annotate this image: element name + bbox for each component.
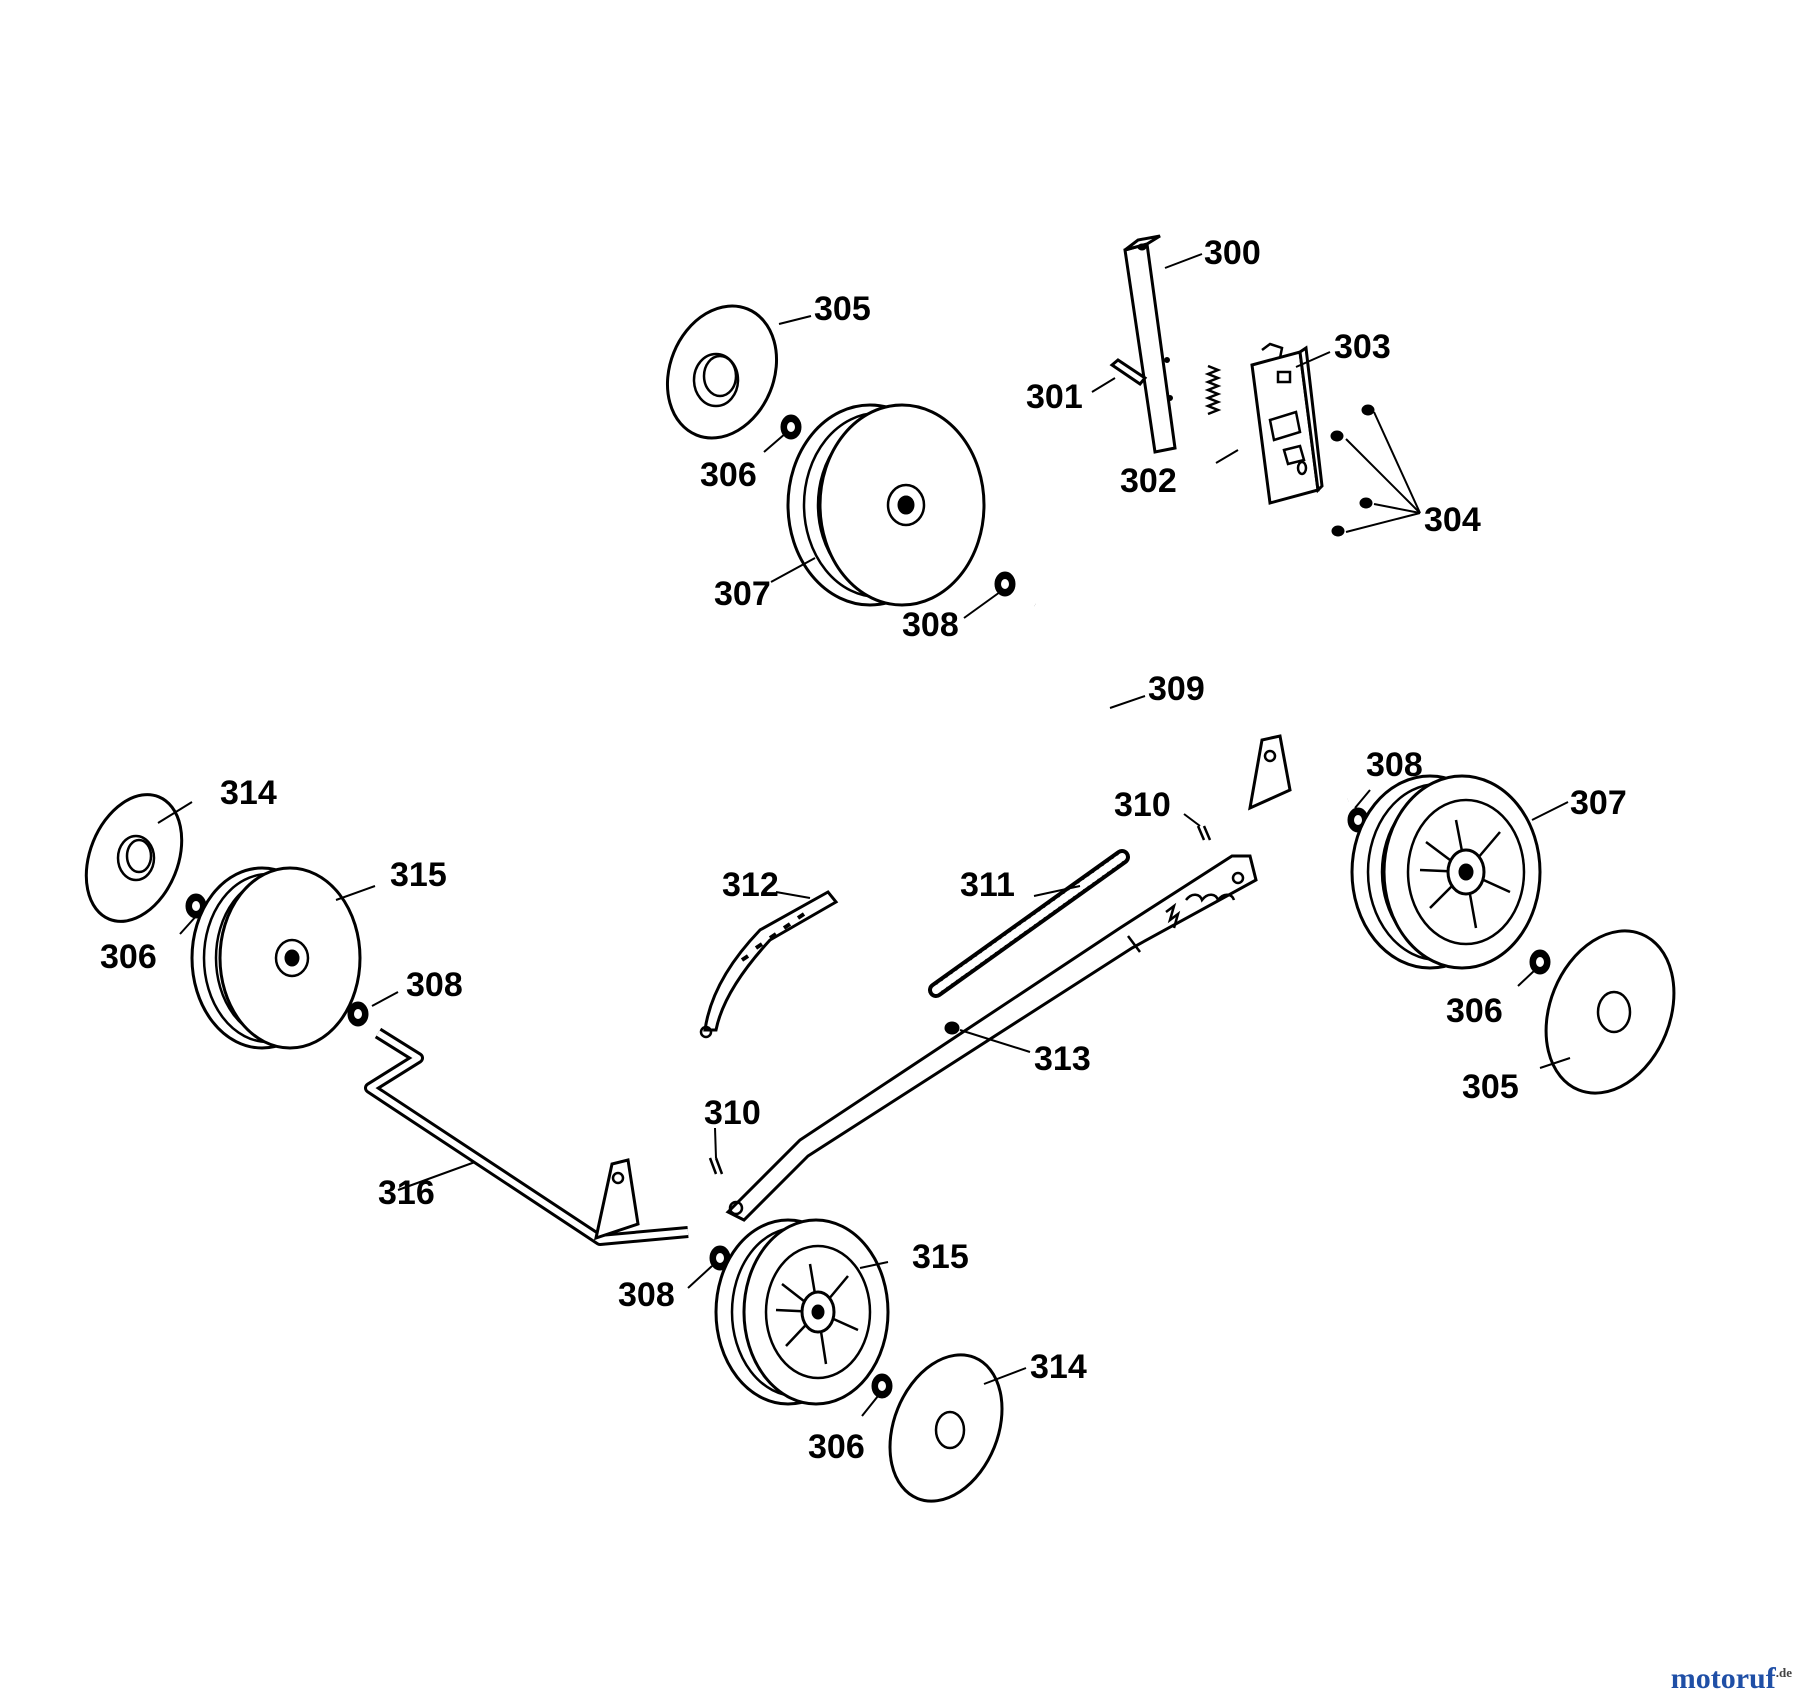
part-307-wheel-right (1350, 774, 1542, 970)
leader-lines (157, 253, 1571, 1417)
watermark-text: motoruf (1670, 1662, 1776, 1695)
part-300-strip (1123, 234, 1177, 454)
part-314-hubcap-left (84, 793, 184, 923)
label-306-lower: 306 (808, 1428, 865, 1466)
part-labels: 300 301 302 303 304 305 306 307 308 309 … (100, 234, 1627, 1466)
label-305-right: 305 (1462, 1068, 1519, 1106)
part-308-spacer-left (347, 1001, 369, 1027)
part-315-wheel-lower (714, 1218, 890, 1406)
label-302: 302 (1120, 462, 1177, 500)
label-308-lower: 308 (618, 1276, 675, 1314)
part-304-screws (1330, 404, 1375, 537)
part-315-wheel-left (190, 866, 362, 1050)
label-300: 300 (1204, 234, 1261, 272)
label-308-left: 308 (406, 966, 463, 1004)
label-309: 309 (1148, 670, 1205, 708)
part-306-washer-lower (871, 1373, 893, 1399)
label-304: 304 (1424, 501, 1481, 539)
label-314-lower: 314 (1030, 1348, 1087, 1386)
watermark-logo: motoruf.de (1671, 1662, 1792, 1696)
part-311-threaded-rod (928, 849, 1130, 998)
label-311: 311 (960, 866, 1015, 904)
part-310-clip-lower (708, 1157, 724, 1175)
label-308-upper: 308 (902, 606, 959, 644)
label-313: 313 (1034, 1040, 1091, 1078)
label-307-upper: 307 (714, 575, 771, 613)
part-309-axle-upper (1022, 602, 1349, 811)
part-316-axle-lower (364, 1027, 689, 1246)
label-315-left: 315 (390, 856, 447, 894)
part-313-lever-arm (725, 854, 1258, 1222)
label-303: 303 (1334, 328, 1391, 366)
part-307-wheel-upper (786, 403, 986, 607)
label-308-right: 308 (1366, 746, 1423, 784)
label-306-left: 306 (100, 938, 157, 976)
part-301-pin (1109, 358, 1148, 387)
part-312-curved-bracket (699, 890, 839, 1039)
label-314-left: 314 (220, 774, 277, 812)
part-302-spring (1204, 364, 1222, 416)
label-312: 312 (722, 866, 779, 904)
watermark-suffix: .de (1775, 1665, 1792, 1680)
label-310-upper: 310 (1114, 786, 1171, 824)
part-305-hubcap-right (1544, 929, 1676, 1095)
label-306-upper: 306 (700, 456, 757, 494)
part-306-washer-right (1529, 949, 1551, 975)
part-305-hubcap-upper (665, 304, 779, 440)
part-308-spacer-upper (994, 571, 1016, 597)
label-307-right: 307 (1570, 784, 1627, 822)
label-315-lower: 315 (912, 1238, 969, 1276)
label-301: 301 (1026, 378, 1083, 416)
part-310-clip-upper (1196, 825, 1212, 841)
label-306-right: 306 (1446, 992, 1503, 1030)
label-310-lower: 310 (704, 1094, 761, 1132)
label-316: 316 (378, 1174, 435, 1212)
part-314-hubcap-lower (888, 1353, 1004, 1503)
part-303-plate (1250, 342, 1324, 505)
label-305-upper: 305 (814, 290, 871, 328)
